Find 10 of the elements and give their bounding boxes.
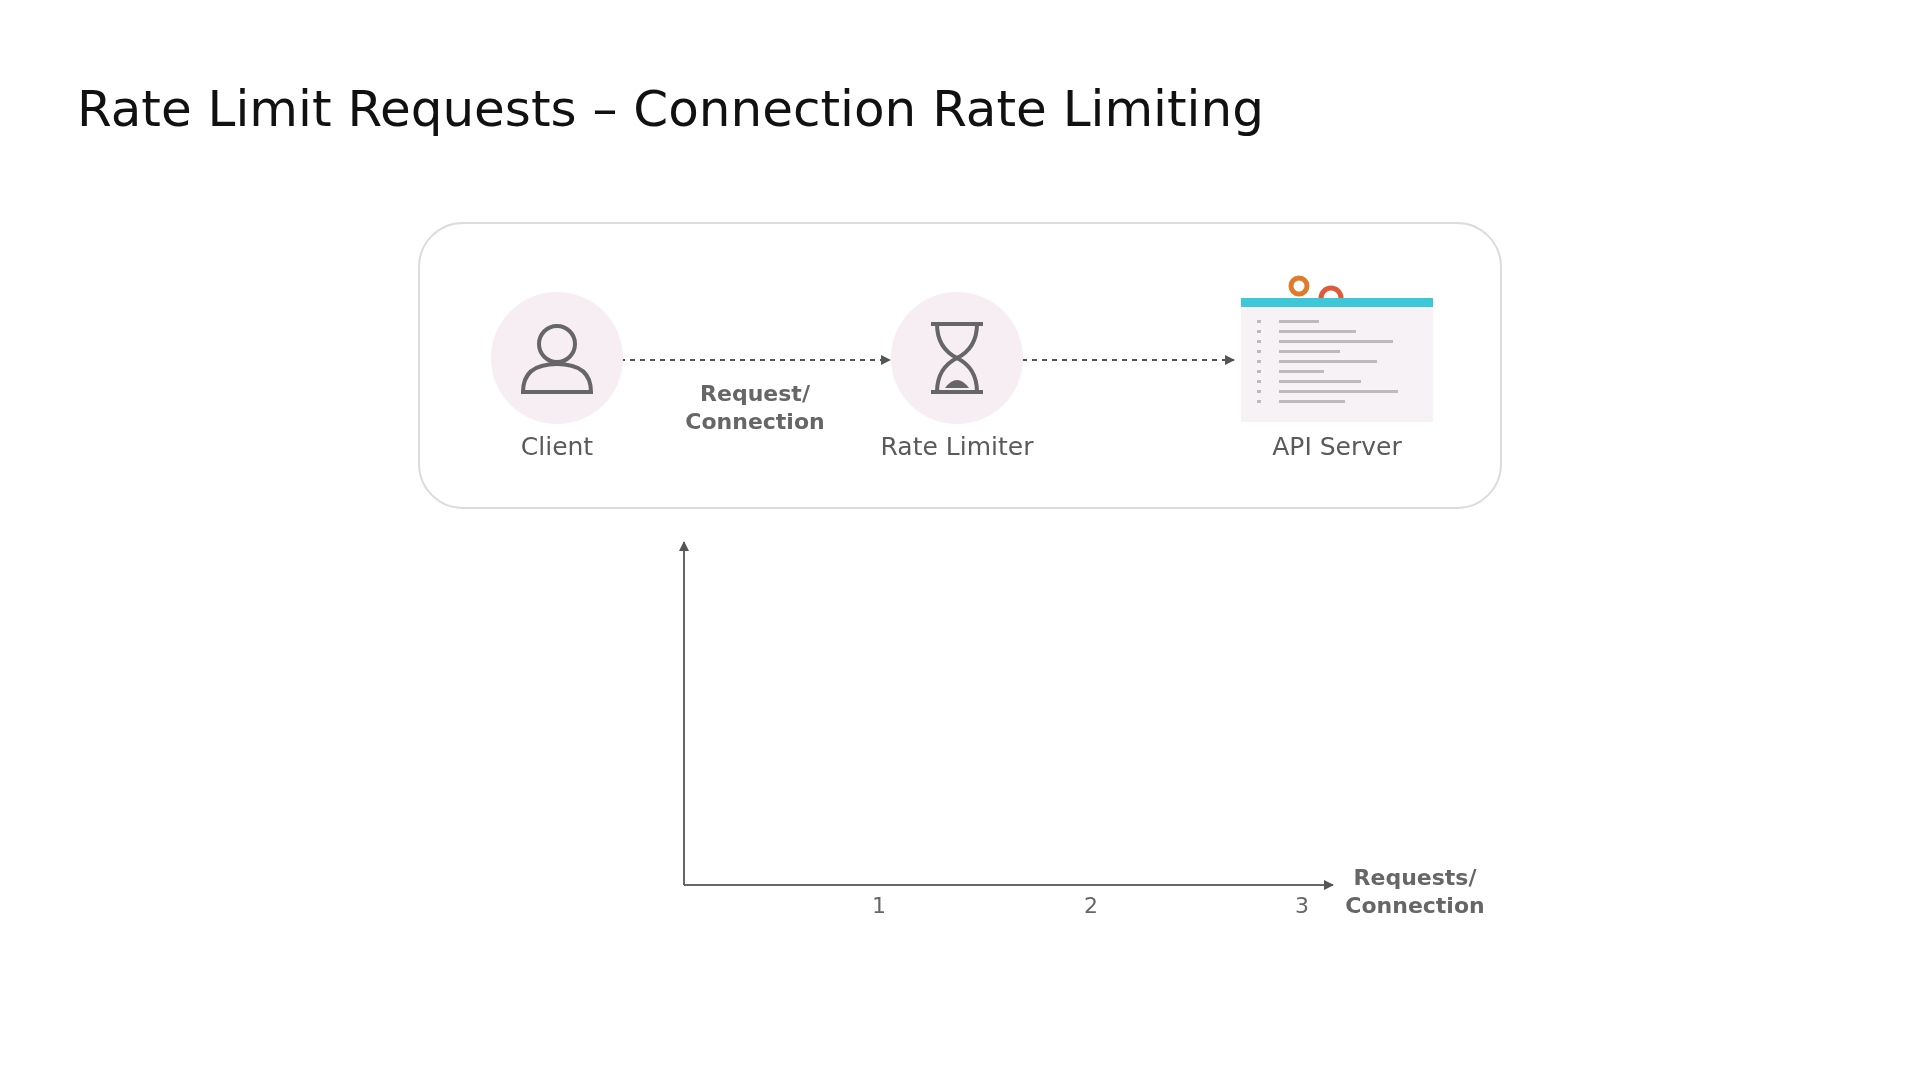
container-box [418, 222, 1502, 509]
axis-tick-label: 1 [872, 893, 886, 918]
slide-title: Rate Limit Requests – Connection Rate Limiting [77, 80, 1264, 138]
arrow [1021, 355, 1235, 365]
node-label: API Server [1272, 432, 1402, 461]
axis-tick-label: 2 [1084, 893, 1098, 918]
node-label: Client [520, 432, 594, 461]
axis-tick-label: 3 [1295, 893, 1309, 918]
axis-title: Requests/ Connection [1344, 864, 1486, 920]
node-label: Rate Limiter [880, 432, 1034, 461]
